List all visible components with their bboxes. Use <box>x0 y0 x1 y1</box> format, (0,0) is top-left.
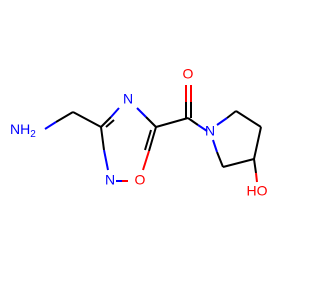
bond-amine-ch2 <box>44 121 57 130</box>
bond-n4-c5 <box>145 116 157 128</box>
carbonyl-o-label: O <box>183 66 194 82</box>
bond-c3-n4-n <box>110 107 120 118</box>
bond-c5-o1-inner <box>144 129 152 151</box>
bond-c4-c5 <box>222 158 255 168</box>
bond-ch2-ring <box>72 111 102 128</box>
pyrrolidine-n-label: N <box>205 123 215 139</box>
bond-c5-o1-o <box>142 150 150 171</box>
bond-n2-c3 <box>100 126 105 151</box>
bond-amine-ch2-c <box>55 111 74 123</box>
bond-c5-o1 <box>148 126 157 152</box>
bond-c3-n4 <box>100 116 112 128</box>
bond-c3-c4 <box>253 126 262 160</box>
bond-carbonyl-n-n <box>197 124 208 132</box>
bond-n-c2-n <box>216 117 228 126</box>
bond-c5-carbonyl <box>155 117 189 128</box>
bond-n2-c3-n <box>103 149 109 171</box>
hydroxyl-label: HO <box>247 183 268 199</box>
structural-formula: NH2 N N O O N HO <box>10 66 268 199</box>
bond-n-c2 <box>226 110 237 119</box>
bond-c3-n4-inner <box>105 119 115 128</box>
amine-label: NH2 <box>10 121 36 140</box>
oxadiazole-n2-label: N <box>105 172 115 188</box>
oxadiazole-o1-label: O <box>135 172 146 188</box>
bond-c4-oh <box>253 158 257 174</box>
bond-c2-c3 <box>235 110 262 128</box>
bond-c5-n-n <box>212 139 218 153</box>
oxadiazole-n4-label: N <box>123 91 133 107</box>
bond-c4-oh-o <box>255 172 258 183</box>
bond-c5-n <box>216 151 224 168</box>
bond-carbonyl-n <box>187 117 199 126</box>
bond-n4-c5-n <box>136 107 147 118</box>
